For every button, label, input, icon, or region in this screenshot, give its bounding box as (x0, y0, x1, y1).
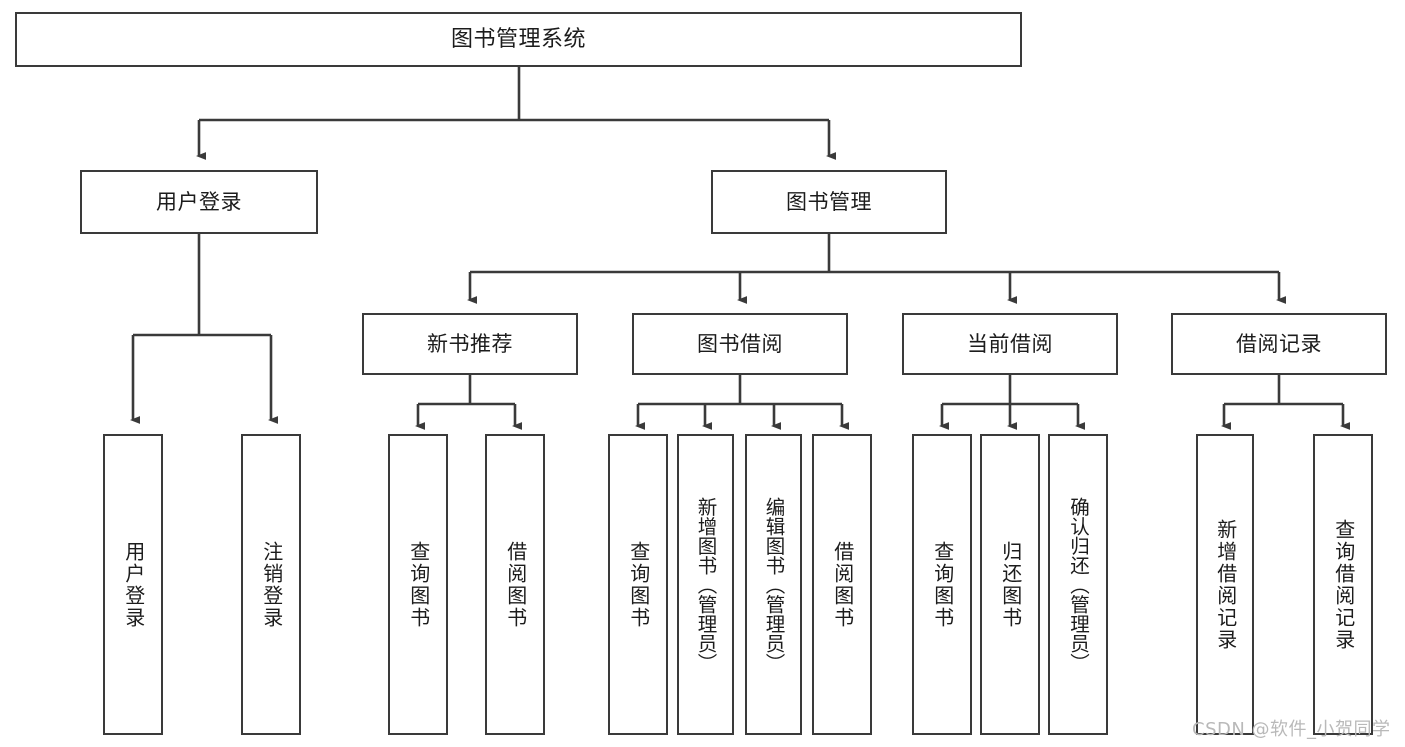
leaf-borrow-book-borrow[interactable]: 借阅图书 (812, 434, 872, 735)
leaf-logout-login[interactable]: 注销登录 (241, 434, 301, 735)
leaf-query-book-current[interactable]: 查询图书 (912, 434, 972, 735)
leaf-add-borrow-record[interactable]: 新增借阅记录 (1196, 434, 1254, 735)
node-user-login[interactable]: 用户登录 (80, 170, 318, 234)
leaf-borrow-book-recommend[interactable]: 借阅图书 (485, 434, 545, 735)
leaf-user-login[interactable]: 用户登录 (103, 434, 163, 735)
node-borrow-record[interactable]: 借阅记录 (1171, 313, 1387, 375)
leaf-query-borrow-record[interactable]: 查询借阅记录 (1313, 434, 1373, 735)
node-new-book-recommend[interactable]: 新书推荐 (362, 313, 578, 375)
node-current-borrow[interactable]: 当前借阅 (902, 313, 1118, 375)
leaf-return-book[interactable]: 归还图书 (980, 434, 1040, 735)
csdn-watermark: CSDN @软件_小贺同学 (1192, 719, 1391, 740)
leaf-add-book-admin[interactable]: 新增图书（管理员） (677, 434, 734, 735)
node-root-library-system[interactable]: 图书管理系统 (15, 12, 1022, 67)
leaf-query-book-recommend[interactable]: 查询图书 (388, 434, 448, 735)
leaf-confirm-return-admin[interactable]: 确认归还（管理员） (1048, 434, 1108, 735)
leaf-edit-book-admin[interactable]: 编辑图书（管理员） (745, 434, 802, 735)
leaf-query-book-borrow[interactable]: 查询图书 (608, 434, 668, 735)
node-book-manage[interactable]: 图书管理 (711, 170, 947, 234)
node-book-borrow[interactable]: 图书借阅 (632, 313, 848, 375)
